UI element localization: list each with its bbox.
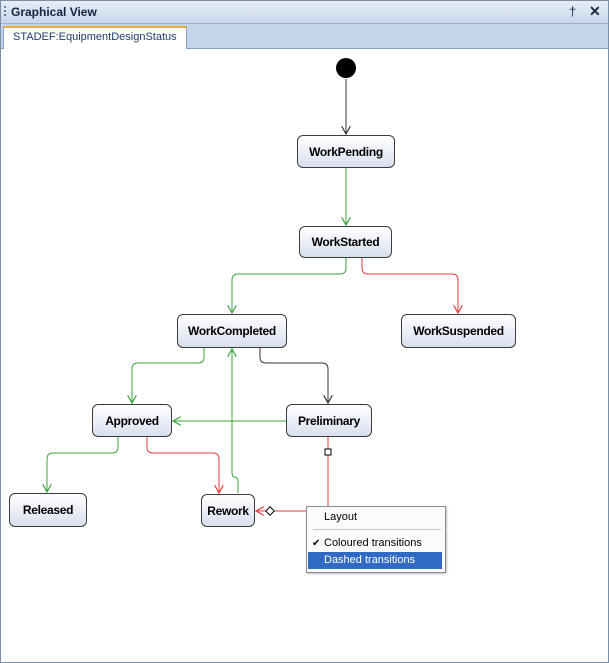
- state-preliminary[interactable]: Preliminary: [286, 404, 372, 437]
- menu-item-coloured-transitions[interactable]: ✔ Coloured transitions: [308, 535, 442, 552]
- state-work-completed[interactable]: WorkCompleted: [177, 314, 287, 348]
- selection-handle-diamond: [265, 506, 275, 516]
- state-work-pending[interactable]: WorkPending: [297, 135, 395, 168]
- transition-workstarted-worksuspended: [361, 258, 458, 313]
- panel-titlebar[interactable]: Graphical View † ✕: [1, 1, 608, 24]
- transition-rework-workcompleted: [232, 349, 239, 493]
- menu-item-dashed-transitions[interactable]: Dashed transitions: [308, 552, 442, 569]
- checkmark-icon: ✔: [312, 538, 321, 549]
- transition-approved-rework: [146, 437, 219, 493]
- menu-item-layout[interactable]: Layout: [308, 509, 442, 526]
- state-approved[interactable]: Approved: [92, 404, 172, 437]
- drag-grip-icon[interactable]: [4, 6, 6, 18]
- menu-item-layout-label: Layout: [324, 511, 358, 523]
- pin-icon[interactable]: †: [569, 4, 577, 19]
- transition-preliminary-rework: [256, 437, 329, 511]
- diagram-canvas[interactable]: WorkPending WorkStarted WorkCompleted Wo…: [1, 49, 608, 662]
- context-menu: Layout ✔ Coloured transitions Dashed tra…: [306, 506, 446, 573]
- transition-approved-released: [47, 437, 119, 492]
- transition-edges: [1, 79, 608, 516]
- selection-handle-square: [324, 448, 332, 456]
- menu-item-dashed-transitions-label: Dashed transitions: [324, 554, 416, 566]
- state-work-suspended[interactable]: WorkSuspended: [401, 314, 516, 348]
- initial-state[interactable]: [336, 58, 356, 78]
- transition-workcompleted-approved: [132, 348, 205, 403]
- state-rework[interactable]: Rework: [201, 494, 255, 527]
- menu-item-coloured-transitions-label: Coloured transitions: [324, 537, 422, 549]
- transition-workstarted-workcompleted: [232, 258, 347, 313]
- tab-strip: STADEF:EquipmentDesignStatus: [1, 24, 608, 49]
- state-work-started[interactable]: WorkStarted: [299, 226, 392, 258]
- close-icon[interactable]: ✕: [589, 3, 601, 19]
- tab-equipment-design-status[interactable]: STADEF:EquipmentDesignStatus: [3, 26, 187, 49]
- transition-workcompleted-preliminary: [259, 348, 328, 403]
- menu-separator: [313, 529, 441, 530]
- state-released[interactable]: Released: [9, 493, 87, 527]
- panel-title: Graphical View: [11, 5, 97, 19]
